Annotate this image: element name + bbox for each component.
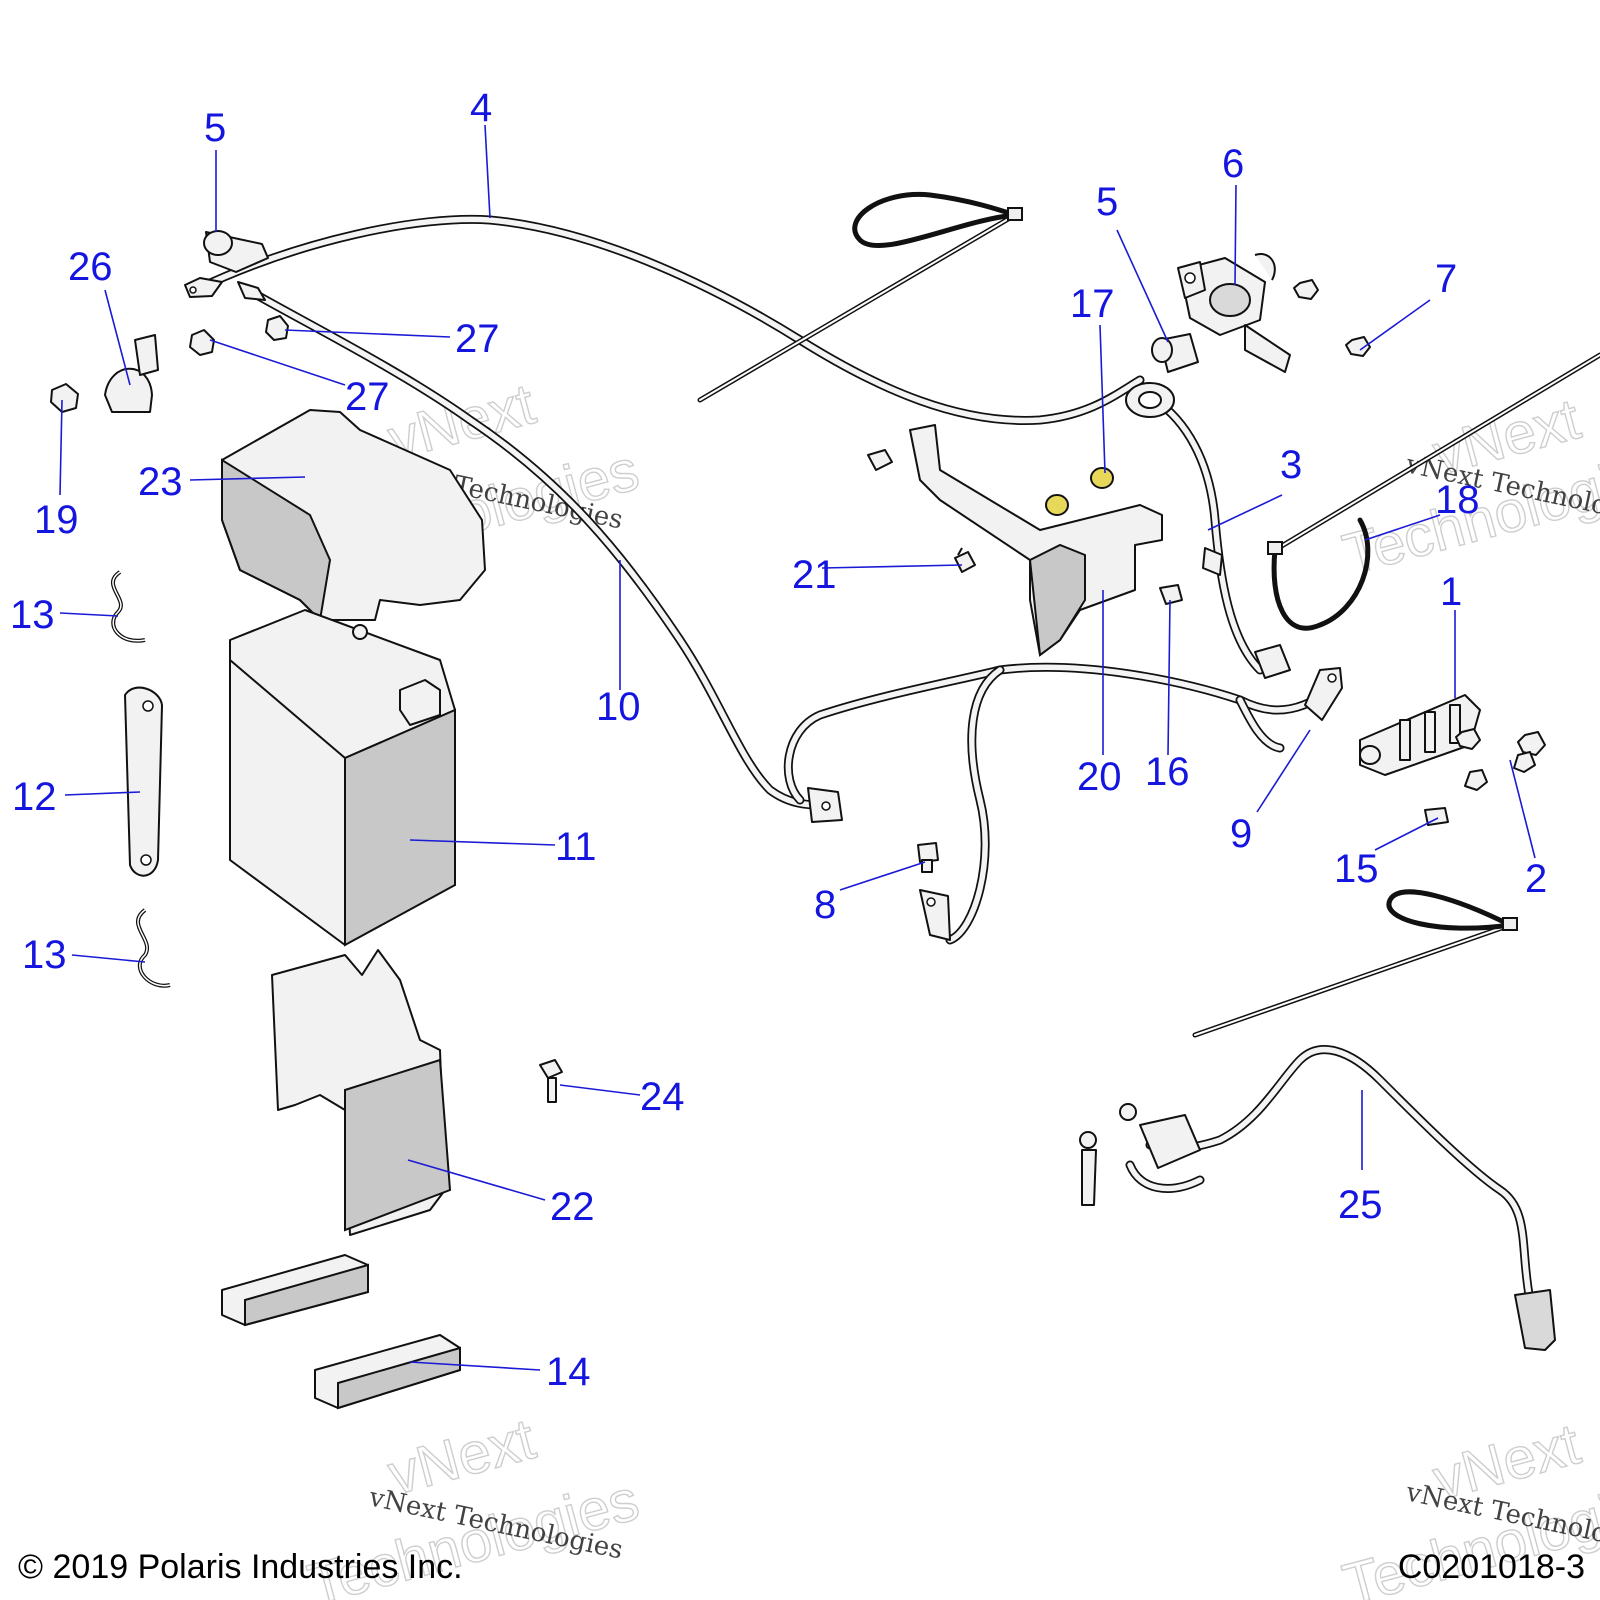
callout-12: 12	[12, 775, 57, 819]
callout-25: 25	[1338, 1183, 1383, 1227]
callout-11: 11	[555, 825, 597, 869]
bracket-part-20	[909, 424, 1163, 657]
callout-18: 18	[1435, 478, 1480, 522]
callout-7: 7	[1435, 257, 1457, 301]
positive-cable-part-4	[184, 214, 1145, 425]
callout-17: 17	[1070, 282, 1115, 326]
callout-24: 24	[640, 1075, 685, 1119]
callout-14: 14	[546, 1350, 591, 1394]
callout-8: 8	[814, 883, 836, 927]
battery-shield-part-22	[271, 949, 452, 1236]
strap-part-12	[124, 686, 163, 877]
callout-9: 9	[1230, 812, 1252, 856]
cable-tie-top	[697, 191, 1023, 403]
callout-5-left: 5	[204, 106, 226, 150]
nut-part-19	[50, 383, 79, 413]
screw-part-2	[1455, 728, 1546, 791]
terminal-boot-part-5-right	[1151, 333, 1199, 373]
callout-26: 26	[68, 245, 113, 289]
callout-27-lower: 27	[345, 375, 390, 419]
push-rivet-part-16	[1159, 584, 1183, 605]
callout-23: 23	[138, 460, 183, 504]
callout-2: 2	[1525, 857, 1547, 901]
callout-1: 1	[1440, 570, 1462, 614]
cable-tie-part-18	[1267, 352, 1600, 631]
negative-cable-part-10	[237, 281, 843, 823]
callout-13-top: 13	[10, 593, 55, 637]
callout-20: 20	[1077, 755, 1122, 799]
callout-6: 6	[1222, 142, 1244, 186]
callout-21: 21	[792, 553, 837, 597]
cable-part-3	[1125, 382, 1291, 679]
nut-part-27	[189, 315, 289, 356]
callout-15: 15	[1334, 847, 1379, 891]
copyright-text: © 2019 Polaris Industries Inc.	[18, 1548, 463, 1586]
clip-part-13-bottom	[136, 908, 171, 988]
bolt-part-24	[539, 1059, 563, 1103]
callout-labels: 1 2 3 4 5 5 6 7 8 9 10 11 12 13 13 14 15…	[10, 86, 1547, 1394]
accessory-harness-part-25	[1079, 1045, 1556, 1351]
callout-4: 4	[470, 86, 492, 130]
callout-22: 22	[550, 1185, 595, 1229]
screw-part-15	[1424, 807, 1449, 826]
bolt-part-8	[917, 842, 939, 873]
callout-10: 10	[596, 685, 641, 729]
nut-part-17	[1045, 467, 1114, 516]
clip-part-13-top	[111, 570, 146, 643]
drawing-code: C0201018-3	[1398, 1548, 1585, 1586]
callout-16: 16	[1145, 750, 1190, 794]
cable-tie-bottom-right	[1192, 889, 1518, 1038]
push-rivet-top-bracket	[867, 449, 893, 471]
battery-part-11	[229, 609, 456, 947]
ring-terminal-part-9	[1304, 667, 1343, 721]
callout-3: 3	[1280, 443, 1302, 487]
battery-cover-part-23	[221, 409, 486, 623]
solenoid-part-6	[1177, 253, 1291, 373]
pad-part-14	[221, 1254, 461, 1410]
terminal-boot-part-5-left	[203, 230, 269, 273]
nut-part-7	[1293, 279, 1371, 357]
leader-lines	[59, 124, 1536, 1371]
callout-13-bottom: 13	[22, 933, 67, 977]
push-rivet-part-21	[954, 547, 976, 573]
clamp-part-26	[104, 334, 159, 413]
wiring-harness-center	[783, 662, 1335, 945]
callout-19: 19	[34, 498, 79, 542]
callout-5-right: 5	[1096, 180, 1118, 224]
callout-27-upper: 27	[455, 317, 500, 361]
